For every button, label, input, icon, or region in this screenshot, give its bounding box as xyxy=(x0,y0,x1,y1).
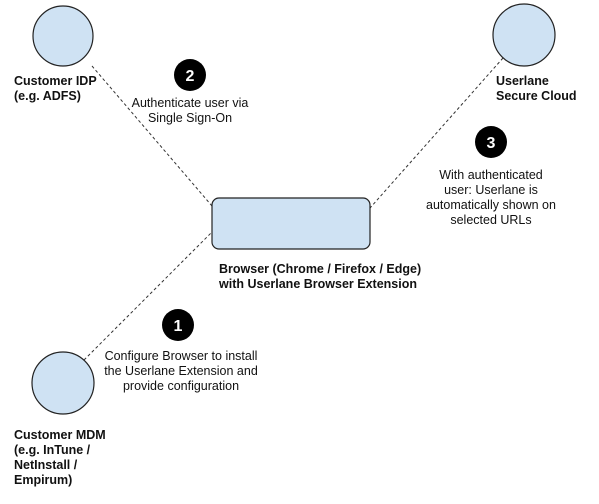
step-3-description-line: With authenticated xyxy=(439,168,543,182)
step-1-description-line: the Userlane Extension and xyxy=(104,364,258,378)
browser-label: Browser (Chrome / Firefox / Edge) with U… xyxy=(219,262,421,292)
step-2-description-line: Authenticate user via xyxy=(131,96,249,110)
step-1-description-line: Configure Browser to install xyxy=(104,349,258,363)
userlane-cloud-label-line: Userlane xyxy=(496,74,549,88)
step-1-description: Configure Browser to install the Userlan… xyxy=(104,349,258,394)
customer-mdm-label-line: (e.g. InTune / xyxy=(14,443,91,457)
step-3-description-line: user: Userlane is xyxy=(444,183,538,197)
customer-idp-label-line: (e.g. ADFS) xyxy=(14,89,81,103)
userlane-cloud-label: Userlane Secure Cloud xyxy=(496,74,577,104)
step-1-description-line: provide configuration xyxy=(122,379,240,393)
userlane-cloud-node xyxy=(492,3,556,67)
step-badge-1: 1 xyxy=(162,309,194,341)
customer-idp-label-line: Customer IDP xyxy=(14,74,97,88)
browser-label-line: with Userlane Browser Extension xyxy=(219,277,417,291)
step-3-description-line: selected URLs xyxy=(450,213,532,227)
customer-idp-label: Customer IDP (e.g. ADFS) xyxy=(14,74,97,104)
step-3-description-line: automatically shown on xyxy=(426,198,556,212)
connector-mdm-browser xyxy=(83,231,213,361)
customer-mdm-label: Customer MDM (e.g. InTune / NetInstall /… xyxy=(14,428,106,488)
userlane-cloud-label-line: Secure Cloud xyxy=(496,89,577,103)
browser-node xyxy=(211,197,371,250)
step-2-description: Authenticate user via Single Sign-On xyxy=(128,96,252,126)
customer-mdm-label-line: Customer MDM xyxy=(14,428,106,442)
step-number-3: 3 xyxy=(487,135,496,152)
step-3-description: With authenticated user: Userlane is aut… xyxy=(424,168,558,228)
step-badge-2: 2 xyxy=(174,59,206,91)
customer-mdm-node xyxy=(31,351,95,415)
browser-label-line: Browser (Chrome / Firefox / Edge) xyxy=(219,262,422,276)
step-number-1: 1 xyxy=(174,318,183,335)
step-2-description-line: Single Sign-On xyxy=(147,111,233,125)
customer-mdm-label-line: NetInstall / xyxy=(14,458,78,472)
customer-mdm-label-line: Empirum) xyxy=(14,473,73,487)
step-badge-3: 3 xyxy=(475,126,507,158)
connector-cloud-browser xyxy=(369,57,504,209)
customer-idp-node xyxy=(32,5,94,67)
step-number-2: 2 xyxy=(186,68,195,85)
